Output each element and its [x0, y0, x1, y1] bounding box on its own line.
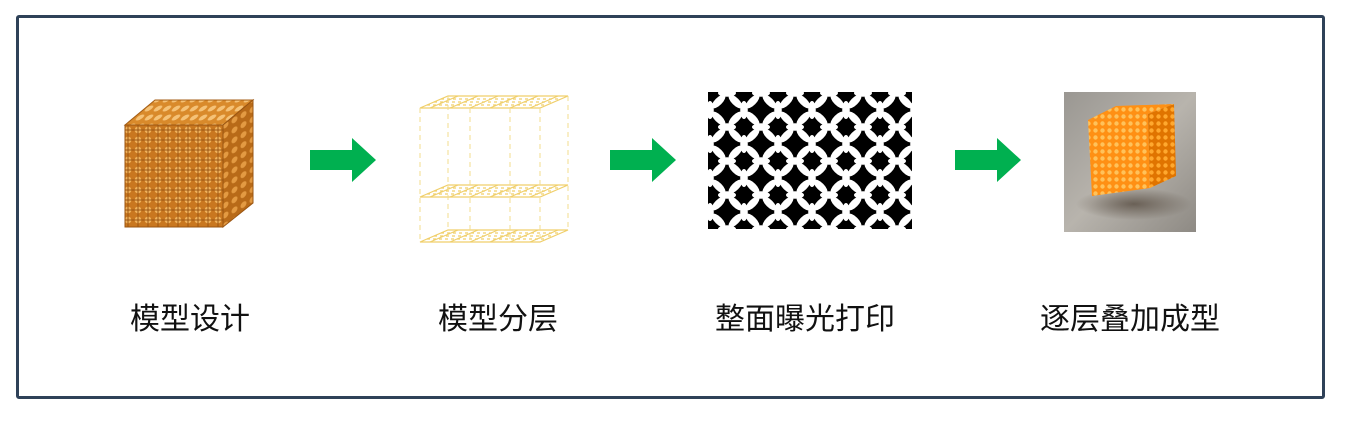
step-label-exposure-printing: 整面曝光打印: [715, 302, 895, 337]
step-label-model-slicing: 模型分层: [438, 302, 558, 337]
arrow-right-icon: [310, 138, 376, 182]
lattice-cube-model-icon: [123, 98, 255, 229]
exposure-mask-pattern-icon: [708, 92, 912, 229]
arrow-right-icon: [610, 138, 676, 182]
printed-part-photo-icon: [1064, 92, 1196, 232]
sliced-layers-icon: [419, 95, 569, 243]
step-label-layer-stacking: 逐层叠加成型: [1040, 302, 1220, 337]
step-label-model-design: 模型设计: [130, 302, 250, 337]
arrow-right-icon: [955, 138, 1021, 182]
